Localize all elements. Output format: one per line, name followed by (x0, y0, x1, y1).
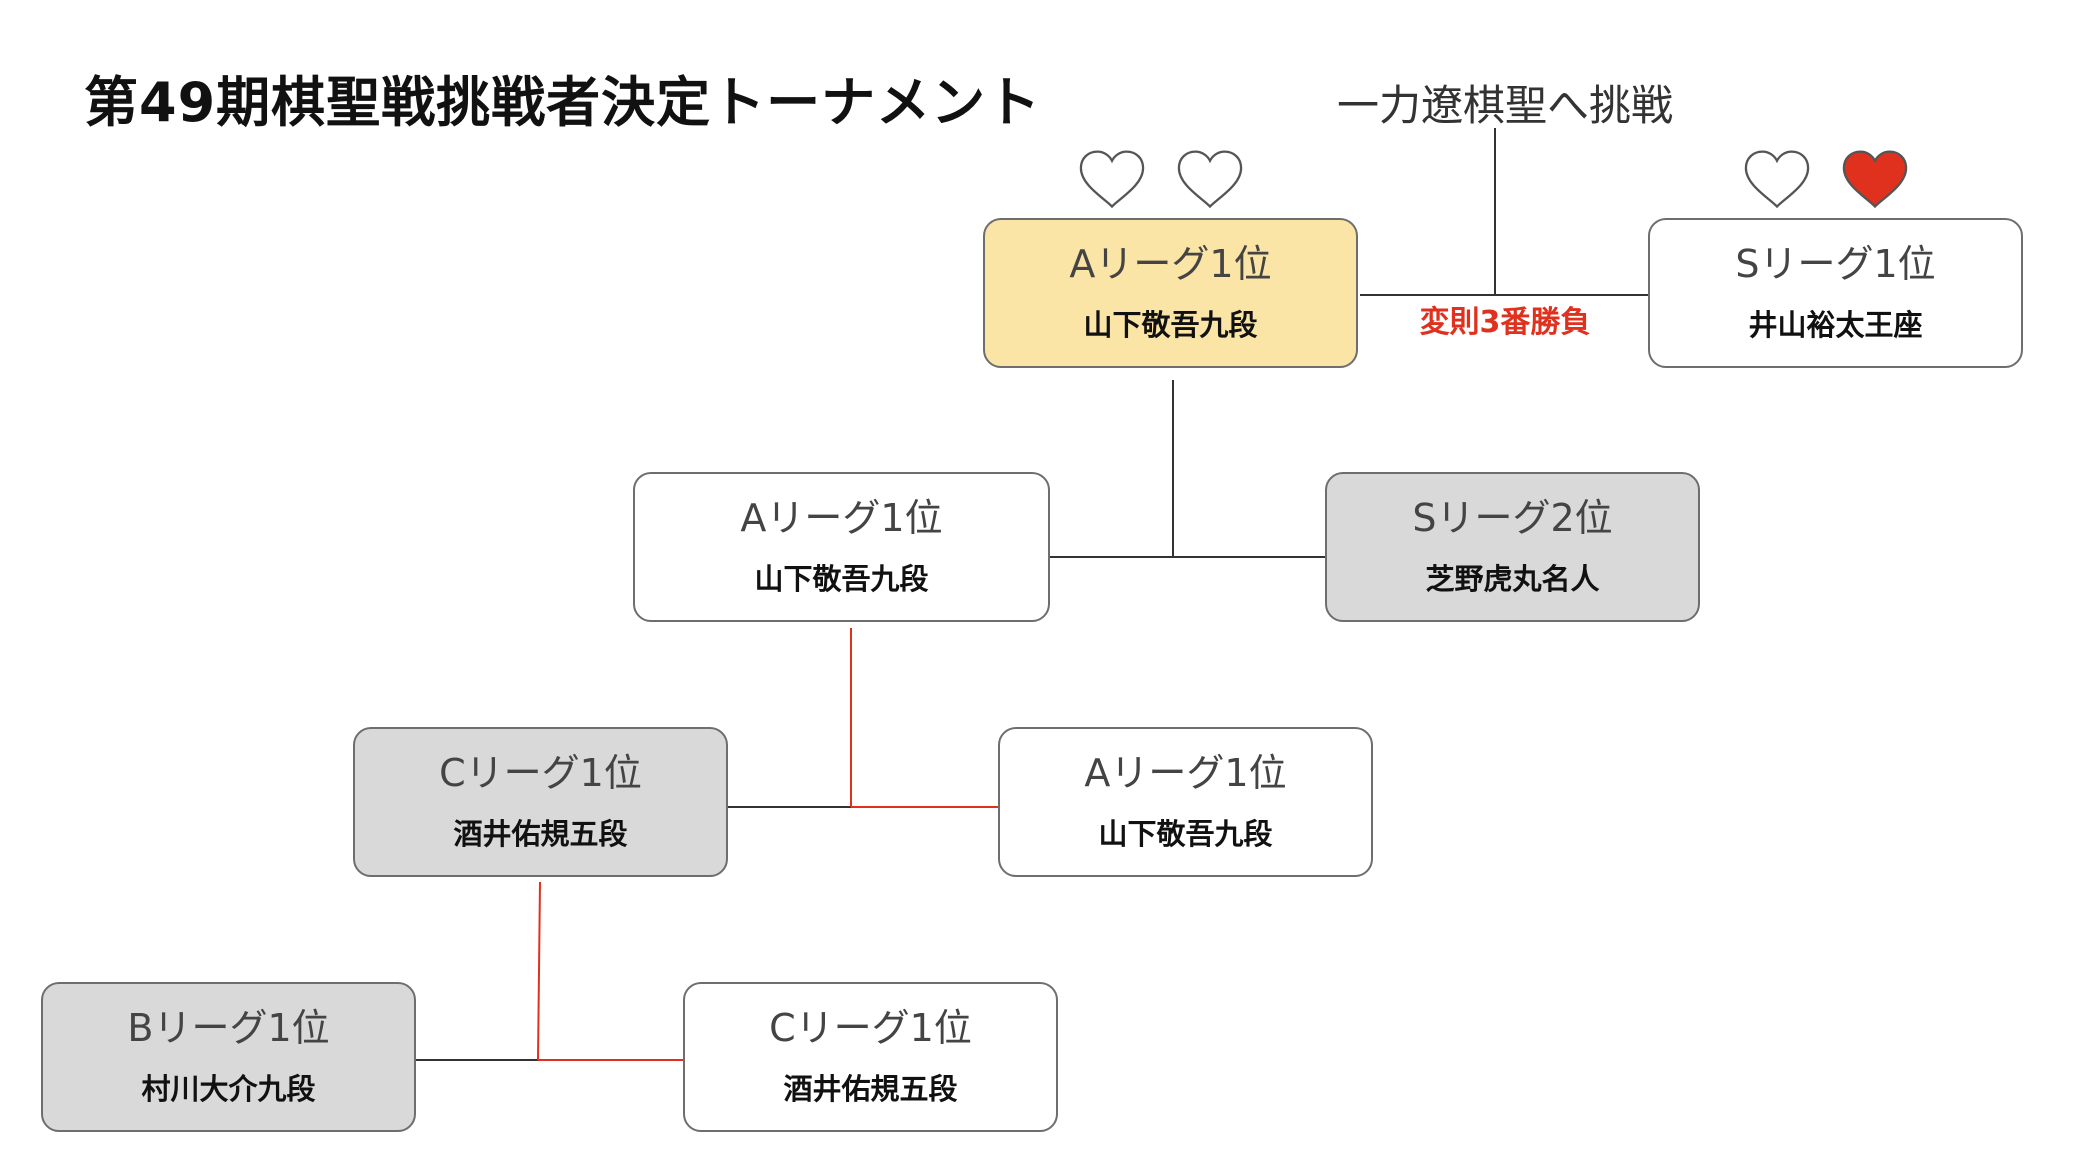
heart-empty-icon (1744, 150, 1810, 209)
round2-player-b-box: Aリーグ1位 山下敬吾九段 (998, 727, 1373, 877)
final-player-b-box: Sリーグ1位 井山裕太王座 (1648, 218, 2023, 368)
league-label: Sリーグ2位 (1412, 496, 1613, 541)
league-label: Sリーグ1位 (1735, 242, 1936, 287)
round1-to-round2-win-line (537, 881, 541, 1061)
league-label: Cリーグ1位 (439, 751, 642, 796)
player-name: 村川大介九段 (141, 1071, 316, 1106)
page-title: 第49期棋聖戦挑戦者決定トーナメント (84, 71, 1042, 134)
challenge-label: 一力遼棋聖へ挑戦 (1336, 81, 1673, 130)
player-name: 芝野虎丸名人 (1425, 561, 1600, 596)
round1-player-a-box: Bリーグ1位 村川大介九段 (41, 982, 416, 1132)
player-name: 山下敬吾九段 (1083, 307, 1258, 342)
final-player-a-box: Aリーグ1位 山下敬吾九段 (983, 218, 1358, 368)
final-rule-label: 変則3番勝負 (1419, 305, 1591, 340)
round2-player-a-box: Cリーグ1位 酒井佑規五段 (353, 727, 728, 877)
heart-empty-icon (1079, 150, 1145, 209)
league-label: Aリーグ1位 (1069, 242, 1272, 287)
semifinal-player-a-box: Aリーグ1位 山下敬吾九段 (633, 472, 1050, 622)
heart-empty-icon (1177, 150, 1243, 209)
round1-player-b-box: Cリーグ1位 酒井佑規五段 (683, 982, 1058, 1132)
league-label: Cリーグ1位 (769, 1006, 972, 1051)
semifinal-player-b-box: Sリーグ2位 芝野虎丸名人 (1325, 472, 1700, 622)
league-label: Aリーグ1位 (740, 496, 943, 541)
player-name: 井山裕太王座 (1748, 307, 1923, 342)
player-name: 酒井佑規五段 (453, 816, 628, 851)
league-label: Aリーグ1位 (1084, 751, 1287, 796)
league-label: Bリーグ1位 (127, 1006, 330, 1051)
heart-filled-icon (1842, 150, 1908, 209)
player-name: 山下敬吾九段 (1098, 816, 1273, 851)
player-name: 山下敬吾九段 (754, 561, 929, 596)
player-name: 酒井佑規五段 (783, 1071, 958, 1106)
